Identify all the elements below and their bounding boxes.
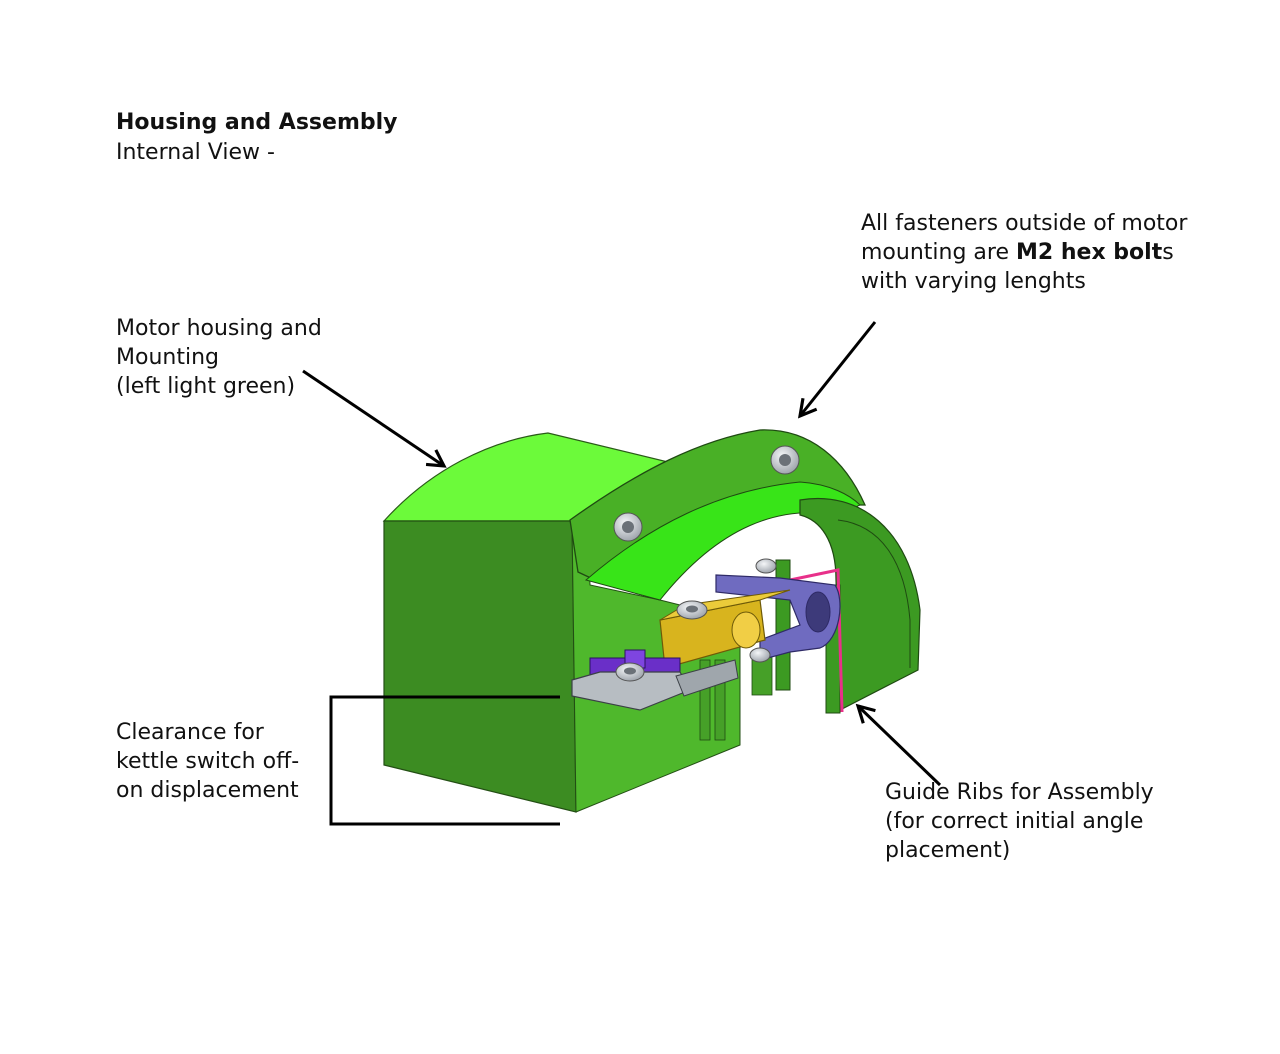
guide-ribs-note-line3: placement) <box>885 838 1011 863</box>
clearance-bracket <box>329 695 560 826</box>
fasteners-note-line3: with varying lenghts <box>861 269 1086 294</box>
motor-housing-note-line2: Mounting <box>116 345 219 370</box>
guide-rib-highlight <box>789 568 844 713</box>
motor-housing-arrow <box>302 369 447 468</box>
page-subtitle: Internal View - <box>116 140 275 165</box>
fasteners-arrow <box>797 321 877 419</box>
clearance-note-line1: Clearance for <box>116 720 264 745</box>
guide-ribs-note-line2: (for correct initial angle <box>885 809 1144 834</box>
guide-ribs-note-line1: Guide Ribs for Assembly <box>885 780 1154 805</box>
motor-housing-note-line3: (left light green) <box>116 374 296 399</box>
page-title: Housing and Assembly <box>116 110 398 135</box>
guide-ribs-arrow <box>855 703 942 787</box>
fastener-spec: M2 hex bolt <box>1016 240 1163 265</box>
clearance-note-line3: on displacement <box>116 778 299 803</box>
m2-hex-bolts <box>613 445 800 682</box>
fasteners-note-line1: All fasteners outside of motor <box>861 211 1188 236</box>
clearance-note-line2: kettle switch off- <box>116 749 300 774</box>
fasteners-note-line2: mounting are M2 hex bolts <box>861 240 1174 265</box>
motor-housing-note-line1: Motor housing and <box>116 316 322 341</box>
